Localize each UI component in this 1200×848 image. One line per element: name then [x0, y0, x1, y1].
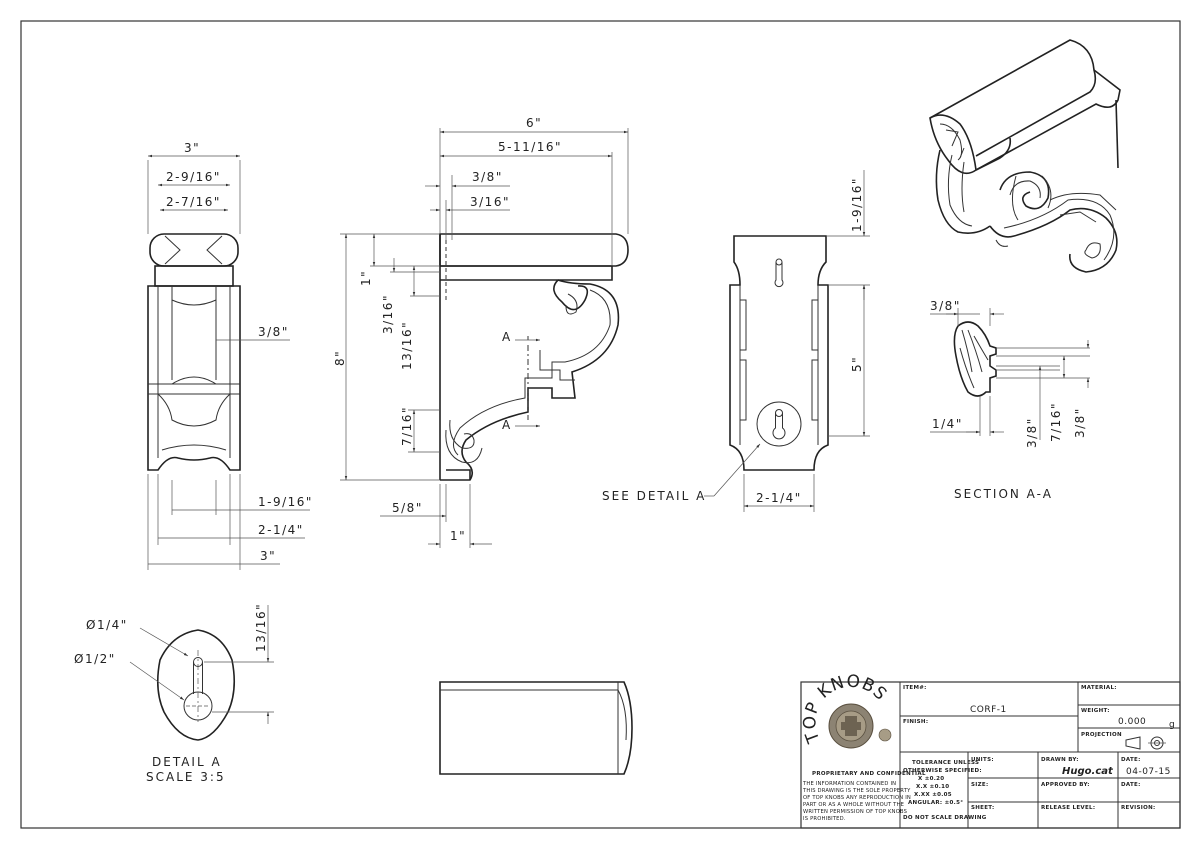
section-dim-3-8-top: 3/8"	[930, 299, 961, 313]
notice-line-4: PART OR AS A WHOLE WITHOUT THE	[803, 802, 904, 808]
isometric-view	[929, 39, 1121, 273]
drawn-by-signature: Hugo.cat	[1062, 766, 1114, 777]
side-dim-3-16: 3/16"	[470, 195, 510, 209]
projection-icon	[1125, 736, 1166, 750]
revision-label: REVISION:	[1121, 805, 1155, 811]
detail-scale: SCALE 3:5	[146, 770, 226, 784]
detail-view: Ø1/4" Ø1/2" 13/16" DETAIL A SCALE 3:5	[74, 603, 274, 784]
side-dim-5-8: 5/8"	[392, 501, 423, 515]
top-knobs-logo: TOP KNOBS	[800, 672, 892, 749]
front-view: 3" 2-9/16" 2-7/16" 3/8" 1-9/16" 2-1/4" 3…	[147, 141, 313, 570]
front-dim-3-bottom: 3"	[260, 549, 276, 563]
proprietary-label: PROPRIETARY AND CONFIDENTIAL	[812, 771, 926, 777]
detail-dia-large: Ø1/2"	[74, 652, 116, 666]
weight-unit: g	[1169, 720, 1175, 730]
section-mark-bottom: A	[502, 418, 512, 432]
back-view: 1-9/16" 5" 2-1/4" SEE DETAIL A	[602, 170, 870, 512]
side-view: A A 6" 5-11/16" 3/8" 3/16" 8" 1" 3/16" 1…	[333, 116, 629, 548]
no-scale-label: DO NOT SCALE DRAWING	[903, 815, 987, 821]
tolerance-line-2: OTHERWISE SPECIFIED:	[903, 768, 982, 774]
front-dim-2-1-4: 2-1/4"	[258, 523, 304, 537]
side-dim-1: 1"	[359, 270, 373, 286]
sheet-border	[20, 20, 1181, 829]
side-dim-5-11-16: 5-11/16"	[498, 140, 562, 154]
section-dim-1-4: 1/4"	[932, 417, 963, 431]
tolerance-line-6: ANGULAR: ±0.5°	[908, 800, 963, 806]
section-dim-3-8-b: 3/8"	[1073, 407, 1087, 438]
title-block: TOP KNOBS PROPRIETARY AND CONFIDENTIAL T…	[800, 672, 1181, 829]
side-dim-8: 8"	[333, 350, 347, 366]
weight-value: 0.000	[1118, 717, 1146, 727]
finish-label: FINISH:	[903, 719, 928, 725]
sheet-label: SHEET:	[971, 805, 995, 811]
see-detail-callout: SEE DETAIL A	[602, 489, 706, 503]
notice-line-6: IS PROHIBITED.	[803, 816, 846, 822]
tolerance-line-4: X.X ±0.10	[916, 784, 949, 790]
section-label: SECTION A-A	[954, 487, 1053, 501]
section-view: 3/8" 1/4" 3/8" 7/16" 3/8" SECTION A-A	[930, 299, 1090, 501]
notice-line-5: WRITTEN PERMISSION OF TOP KNOBS	[803, 809, 907, 815]
front-dim-1-9-16: 1-9/16"	[258, 495, 313, 509]
front-dim-3-8: 3/8"	[258, 325, 289, 339]
detail-dim-13-16: 13/16"	[254, 603, 268, 652]
date2-label: DATE:	[1121, 782, 1141, 788]
date-label: DATE:	[1121, 757, 1141, 763]
front-dim-2-9-16: 2-9/16"	[166, 170, 221, 184]
side-dim-6: 6"	[526, 116, 542, 130]
detail-dia-small: Ø1/4"	[86, 618, 128, 632]
back-dim-5: 5"	[850, 356, 864, 372]
section-dim-3-8-a: 3/8"	[1025, 417, 1039, 448]
side-dim-3-16-v: 3/16"	[381, 294, 395, 334]
detail-label: DETAIL A	[152, 755, 222, 769]
bottom-view	[439, 681, 633, 775]
tolerance-line-1: TOLERANCE UNLESS	[912, 760, 979, 766]
front-dim-width: 3"	[184, 141, 200, 155]
section-dim-7-16: 7/16"	[1049, 402, 1063, 442]
release-label: RELEASE LEVEL:	[1041, 805, 1095, 811]
keyhole-bottom	[756, 401, 802, 447]
size-label: SIZE:	[971, 782, 988, 788]
side-dim-7-16: 7/16"	[400, 406, 414, 446]
notice-line-3: OF TOP KNOBS ANY REPRODUCTION IN	[803, 795, 911, 801]
keyhole-top	[774, 258, 784, 288]
notice-line-2: THIS DRAWING IS THE SOLE PROPERTY	[802, 788, 911, 794]
section-mark-top: A	[502, 330, 512, 344]
back-dim-1-9-16: 1-9/16"	[850, 177, 864, 232]
units-label: UNITS:	[971, 757, 994, 763]
side-dim-3-8: 3/8"	[472, 170, 503, 184]
side-dim-13-16: 13/16"	[400, 321, 414, 370]
approved-label: APPROVED BY:	[1041, 782, 1090, 788]
drawn-label: DRAWN BY:	[1041, 757, 1079, 763]
side-dim-1-bottom: 1"	[450, 529, 466, 543]
projection-label: PROJECTION	[1081, 732, 1122, 738]
front-dim-2-7-16: 2-7/16"	[166, 195, 221, 209]
tolerance-line-5: X.XX ±0.05	[914, 792, 952, 798]
date-value: 04-07-15	[1126, 767, 1171, 777]
material-label: MATERIAL:	[1081, 685, 1117, 691]
item-label: ITEM#:	[903, 685, 927, 691]
back-dim-2-1-4: 2-1/4"	[756, 491, 802, 505]
tolerance-line-3: X ±0.20	[918, 776, 944, 782]
weight-label: WEIGHT:	[1081, 708, 1110, 714]
item-value: CORF-1	[970, 705, 1007, 715]
notice-line-1: THE INFORMATION CONTAINED IN	[802, 781, 896, 787]
